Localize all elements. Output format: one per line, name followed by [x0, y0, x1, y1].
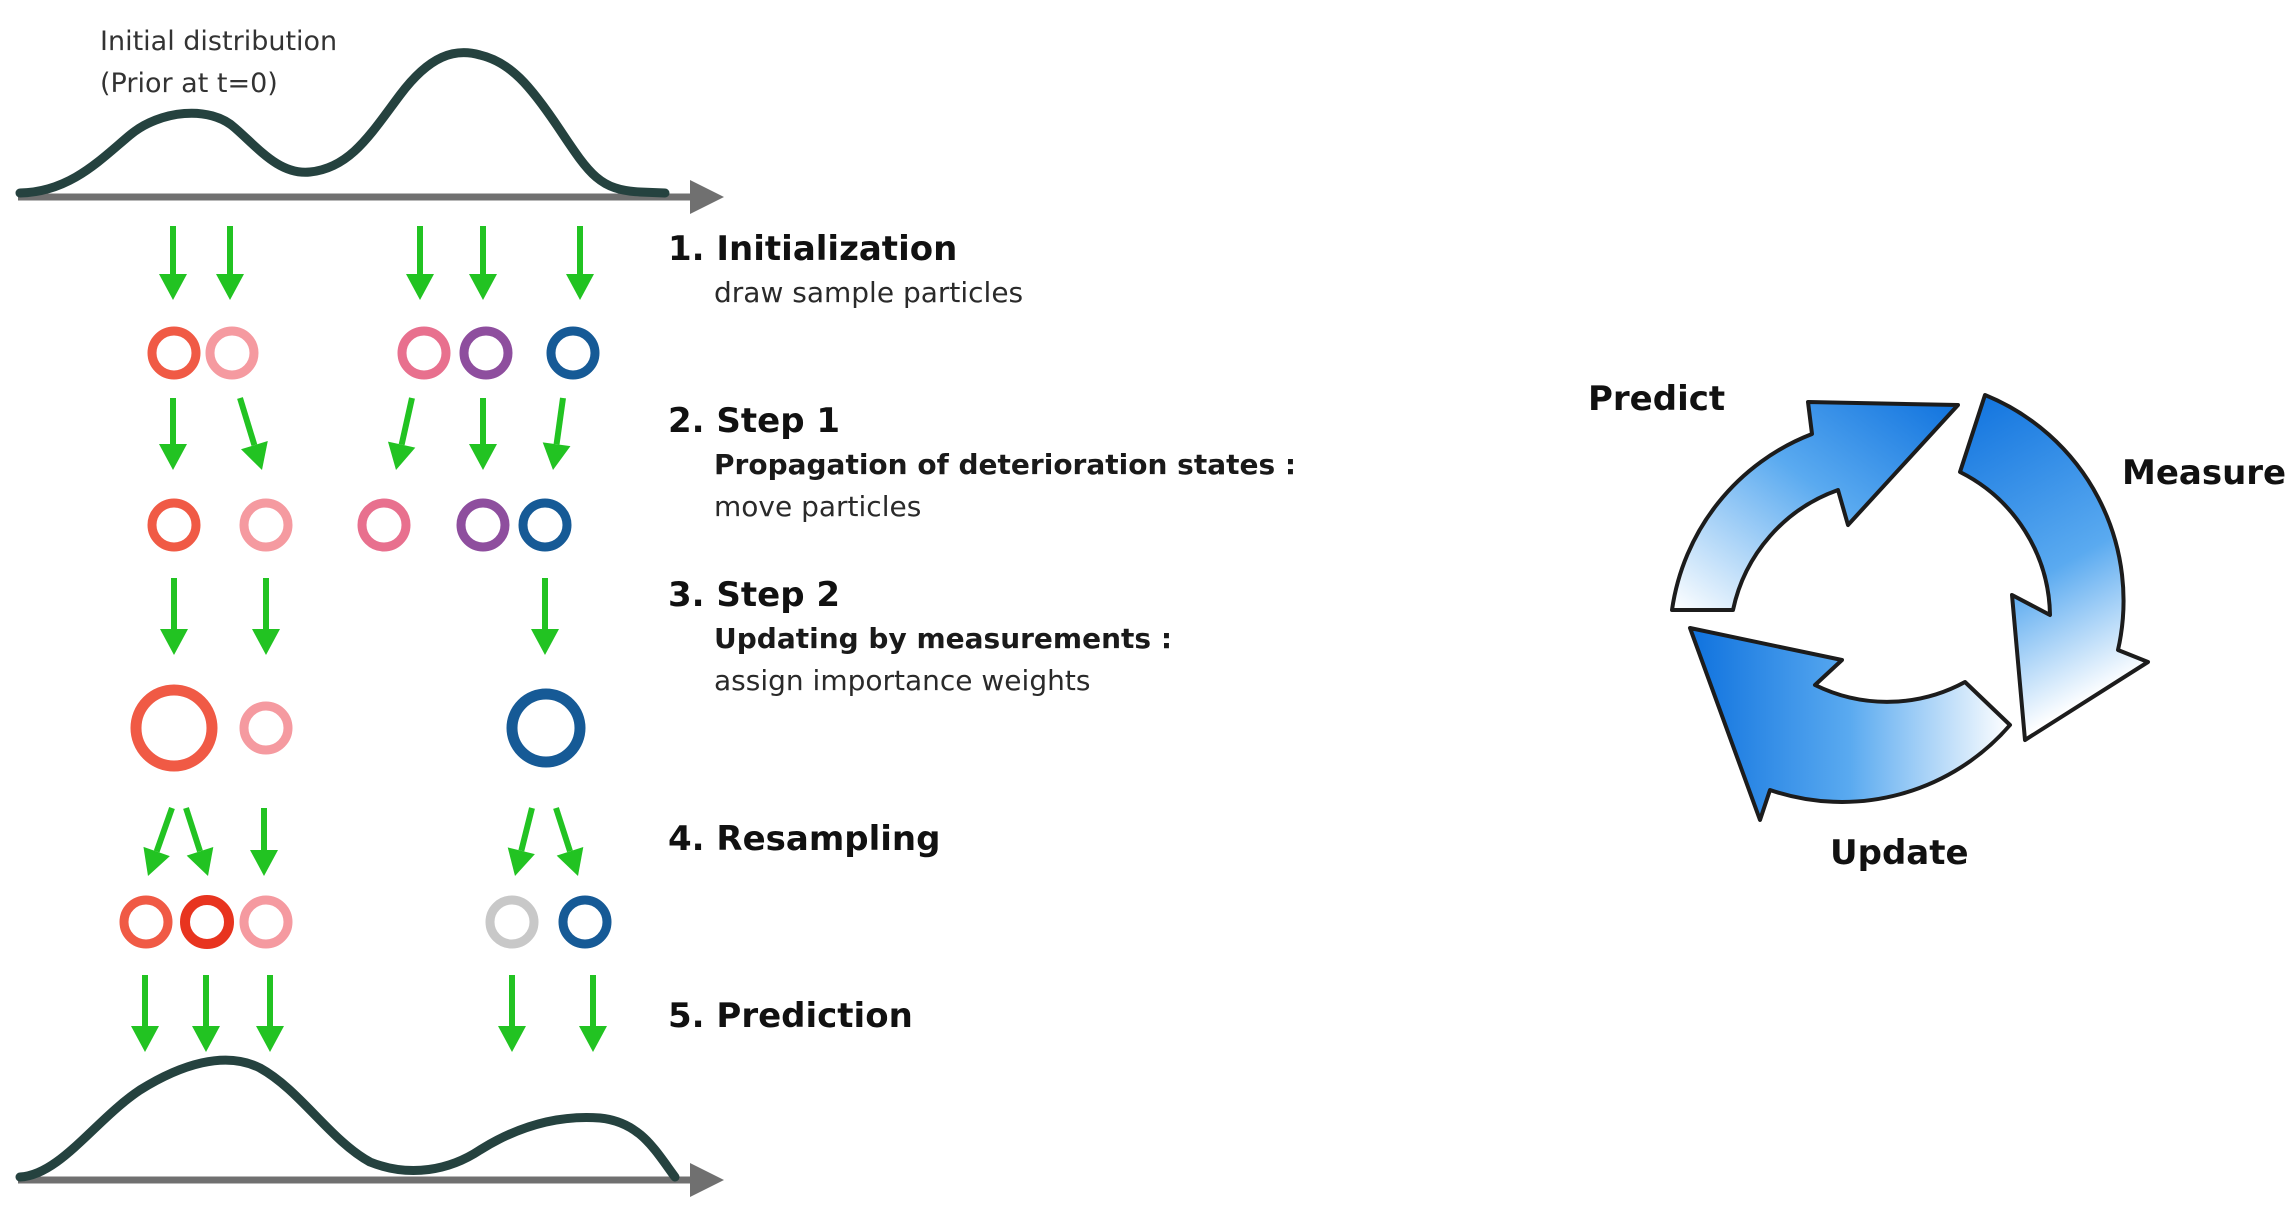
- update-arrow-icon: [1688, 626, 2012, 822]
- down-arrow-icon: [469, 398, 497, 470]
- down-arrow-icon: [256, 975, 284, 1052]
- initial-distribution-label: Initial distribution: [100, 26, 337, 57]
- step-1-title: 2. Step 1: [668, 401, 840, 441]
- prior-distribution-curve: [15, 48, 670, 198]
- particle-circle: [459, 326, 513, 380]
- down-arrow-icon: [579, 975, 607, 1052]
- step-2-subtitle: assign importance weights: [714, 664, 1090, 697]
- predict-arrow-icon: [1670, 400, 1960, 612]
- down-arrow-icon: [531, 578, 559, 655]
- sampling-arrows: [131, 226, 607, 1052]
- down-arrow-icon: [387, 397, 416, 470]
- cycle-label-predict: Predict: [1588, 379, 1725, 419]
- particles: [119, 326, 612, 949]
- down-arrow-icon: [143, 807, 175, 876]
- particle-circle: [180, 895, 234, 949]
- particle-circle: [119, 895, 173, 949]
- step-resampling-title: 4. Resampling: [668, 819, 940, 859]
- bottom-axis-arrowhead: [690, 1163, 724, 1197]
- down-arrow-icon: [553, 807, 584, 876]
- particle-circle: [397, 326, 451, 380]
- down-arrow-icon: [192, 975, 220, 1052]
- top-axis-arrowhead: [690, 180, 724, 214]
- down-arrow-icon: [507, 807, 535, 876]
- predicted-distribution: [15, 1055, 724, 1197]
- step-initialization-title: 1. Initialization: [668, 229, 957, 269]
- particle-circle: [130, 684, 218, 772]
- particle-circle: [205, 326, 259, 380]
- down-arrow-icon: [566, 226, 594, 300]
- step-labels: 1. Initialization draw sample particles …: [668, 229, 1296, 1036]
- step-2-title: 3. Step 2: [668, 575, 840, 615]
- initial-distribution: Initial distribution (Prior at t=0): [15, 26, 724, 214]
- step-prediction-title: 5. Prediction: [668, 996, 913, 1036]
- initial-distribution-sublabel: (Prior at t=0): [100, 68, 278, 99]
- down-arrow-icon: [542, 397, 571, 470]
- cycle-label-update: Update: [1830, 833, 1969, 873]
- down-arrow-icon: [159, 398, 187, 470]
- step-initialization-subtitle: draw sample particles: [714, 276, 1023, 309]
- particle-circle: [506, 688, 586, 768]
- posterior-distribution-curve: [15, 1055, 680, 1182]
- down-arrow-icon: [216, 226, 244, 300]
- down-arrow-icon: [237, 397, 268, 470]
- particle-circle: [558, 895, 612, 949]
- down-arrow-icon: [160, 578, 188, 655]
- particle-circle: [546, 326, 600, 380]
- particle-circle: [518, 498, 572, 552]
- predict-measure-update-cycle: Predict Measure Update: [1588, 379, 2286, 873]
- particle-circle: [239, 701, 293, 755]
- down-arrow-icon: [252, 578, 280, 655]
- down-arrow-icon: [469, 226, 497, 300]
- particle-circle: [485, 895, 539, 949]
- measure-arrow-icon: [1958, 393, 2150, 742]
- down-arrow-icon: [250, 808, 278, 876]
- down-arrow-icon: [131, 975, 159, 1052]
- down-arrow-icon: [406, 226, 434, 300]
- particle-circle: [357, 498, 411, 552]
- particle-circle: [456, 498, 510, 552]
- down-arrow-icon: [498, 975, 526, 1052]
- cycle-label-measure: Measure: [2122, 453, 2286, 493]
- step-2-subtitle-bold: Updating by measurements :: [714, 622, 1172, 655]
- particle-circle: [147, 498, 201, 552]
- step-1-subtitle-bold: Propagation of deterioration states :: [714, 448, 1296, 481]
- particle-circle: [239, 895, 293, 949]
- down-arrow-icon: [183, 807, 214, 876]
- down-arrow-icon: [159, 226, 187, 300]
- particle-circle: [239, 498, 293, 552]
- step-1-subtitle: move particles: [714, 490, 921, 523]
- particle-circle: [147, 326, 201, 380]
